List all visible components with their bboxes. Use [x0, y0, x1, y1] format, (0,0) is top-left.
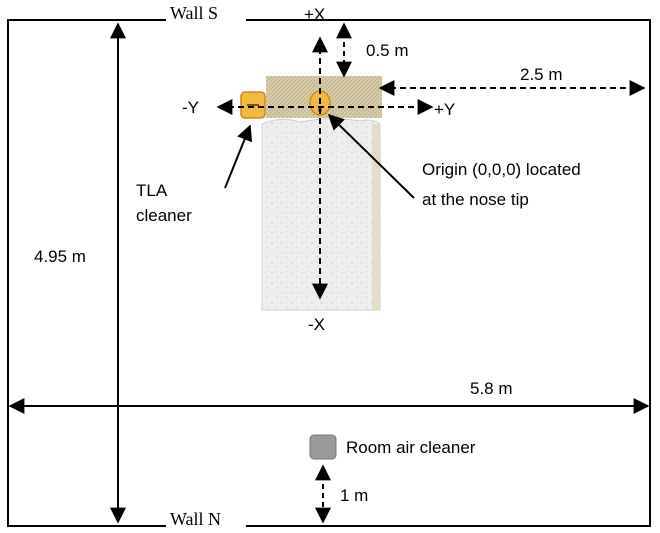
tla-callout-arrow [224, 124, 253, 189]
tla-label-line1: TLA [136, 181, 168, 200]
dim-4-95m-label: 4.95 m [34, 247, 86, 266]
wall-n-label: Wall N [170, 509, 221, 529]
origin-callout-arrow [327, 113, 415, 199]
tla-label-line2: cleaner [136, 206, 192, 225]
room-air-cleaner-label: Room air cleaner [346, 438, 476, 457]
room-outline [7, 19, 651, 527]
dim-5-8m-label: 5.8 m [470, 379, 513, 398]
origin-label-line2: at the nose tip [422, 190, 529, 209]
minus-x-label: -X [308, 315, 325, 334]
plus-y-label: +Y [434, 100, 455, 119]
dim-1m-label: 1 m [340, 486, 368, 505]
dim-0-5m-label: 0.5 m [366, 41, 409, 60]
origin-label-line1: Origin (0,0,0) located [422, 160, 581, 179]
dim-2-5m-label: 2.5 m [520, 65, 563, 84]
plus-x-label: +X [304, 5, 325, 24]
minus-y-label: -Y [182, 98, 199, 117]
room-air-cleaner [309, 434, 337, 460]
wall-s-label: Wall S [170, 3, 218, 23]
